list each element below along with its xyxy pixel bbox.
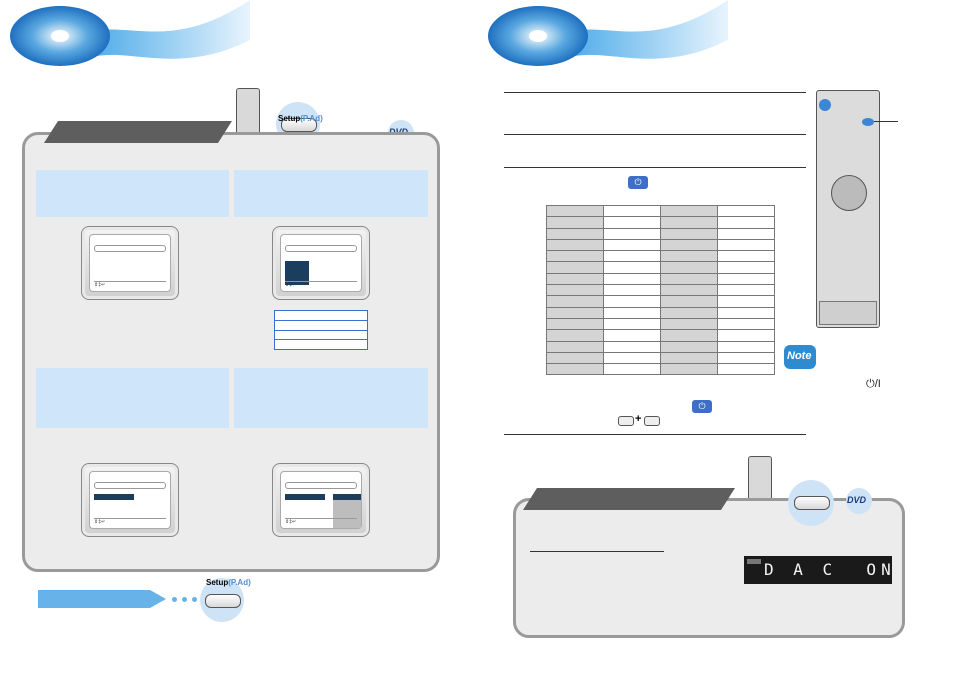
section-rule-4 (504, 434, 806, 435)
power-icon: ⏻/I (866, 378, 881, 390)
setup-screen-4: ⇕‡↵ (272, 463, 370, 537)
step-box-3 (36, 368, 229, 428)
power-icon: ⏻ (628, 176, 648, 189)
disc-banner-icon (488, 0, 728, 66)
section-rule-2 (504, 134, 806, 135)
step-box-2 (234, 170, 428, 217)
setup-button-label: Setup(P.Ad) (278, 114, 323, 123)
step-box-1 (36, 170, 229, 217)
remote-control-icon (816, 90, 880, 328)
option-list (274, 310, 368, 350)
setup-screen-3: ⇕‡↵ (81, 463, 179, 537)
setup-screen-2: ⇕‡↵ (272, 226, 370, 300)
return-arrow-bar (38, 590, 166, 608)
language-code-table (546, 204, 775, 376)
section-rule-1 (504, 92, 806, 93)
section-rule-3 (504, 167, 806, 168)
disc-banner-icon (10, 0, 250, 66)
button-combo-icon: + (618, 413, 660, 426)
right-panel-tab (523, 488, 735, 510)
callout-line (874, 121, 898, 122)
front-display-panel: D A C ON (744, 556, 892, 584)
setup-button-label-2: Setup(P.Ad) (206, 578, 251, 587)
left-panel-tab (44, 121, 232, 143)
step-box-4 (234, 368, 428, 428)
remote-highlight (862, 118, 874, 126)
setup-button-graphic-2 (196, 574, 256, 624)
subheading-underline (530, 551, 664, 552)
setup-button-graphic-3 (784, 476, 848, 528)
power-icon: ⏻ (692, 400, 712, 413)
dvd-badge: DVD (846, 488, 872, 514)
setup-screen-1: ⇕‡↵ (81, 226, 179, 300)
note-badge: Note (784, 345, 816, 369)
